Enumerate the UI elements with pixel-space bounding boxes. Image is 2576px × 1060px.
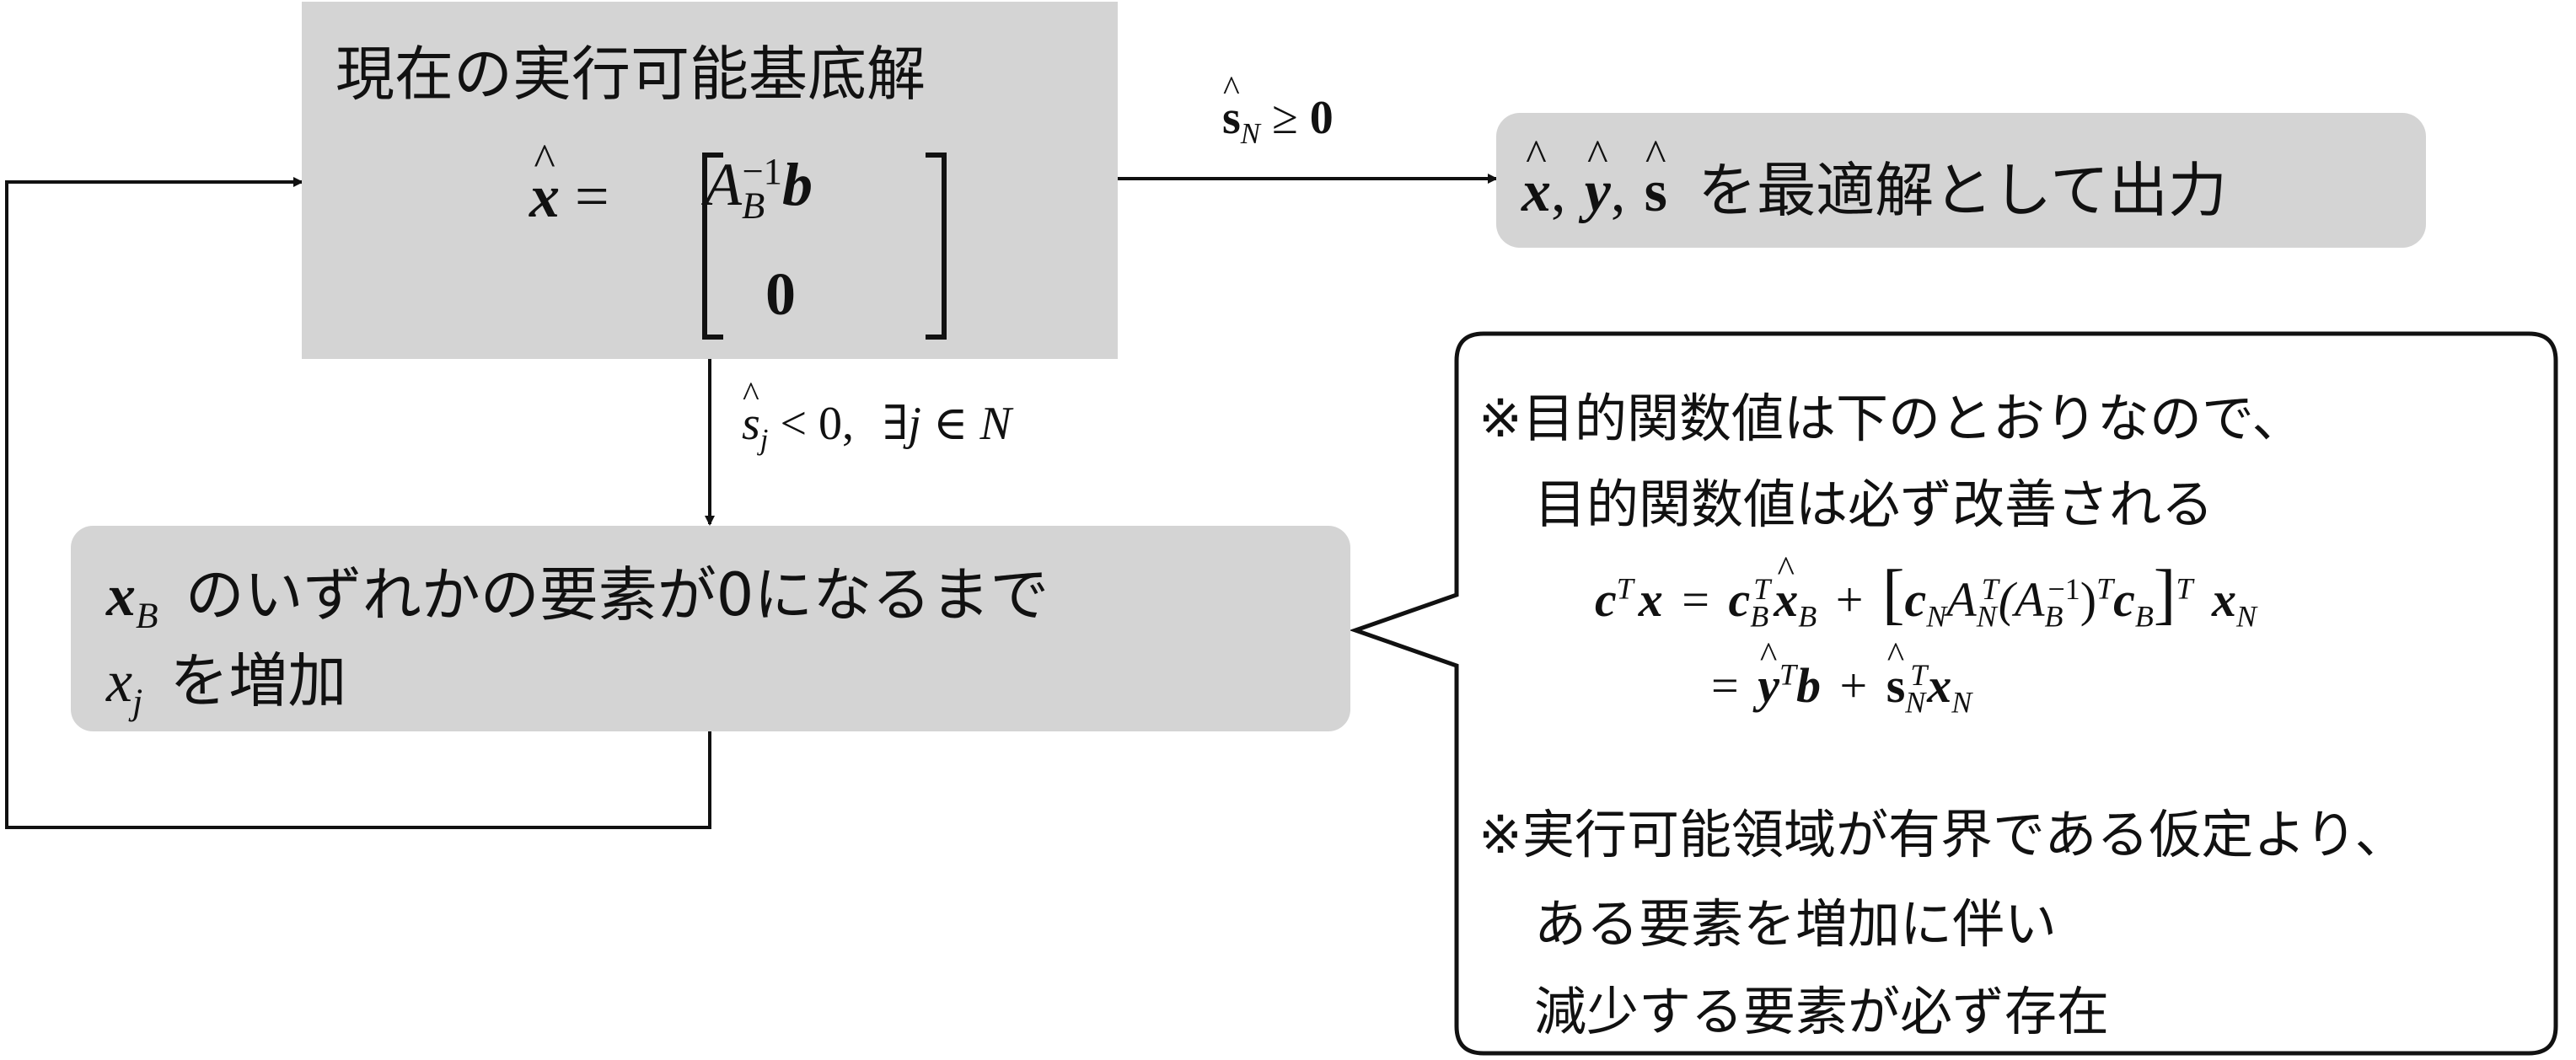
current-solution-title: 現在の実行可能基底解	[335, 40, 926, 109]
increase-step-line1: xB のいずれかの要素が0になるまで	[106, 560, 1049, 636]
note-line-2: 目的関数値は必ず改善される	[1534, 474, 2214, 535]
optimality-condition-label: sN ≥ 0	[1222, 91, 1334, 148]
matrix-top-entry: AB−1b	[705, 150, 813, 227]
note-callout-border	[1349, 331, 2558, 1056]
objective-equation-2: = yTb + sNTxN	[1711, 657, 1972, 718]
increase-step-box: xB のいずれかの要素が0になるまで xj を増加	[71, 526, 1350, 731]
improvement-condition-label: sj < 0, ∃j ∈ N	[742, 396, 1012, 454]
current-solution-box: 現在の実行可能基底解 x = AB−1b 0	[302, 2, 1118, 359]
objective-equation-1: cTx = cBTxB + [cNANT(AB−1)TcB]T xN	[1595, 556, 2257, 633]
matrix-bracket-right	[926, 153, 947, 340]
note-line-4: ある要素を増加に伴い	[1534, 893, 2058, 955]
note-line-1: ※目的関数値は下のとおりなので、	[1479, 388, 2305, 449]
loop-back-line	[5, 177, 711, 829]
solution-equation: x =	[529, 162, 609, 232]
equals-sign: =	[575, 163, 609, 230]
matrix-brackets	[702, 153, 723, 340]
note-line-5: 減少する要素が必ず存在	[1534, 981, 2110, 1042]
note-line-3: ※実行可能領域が有界である仮定より、	[1479, 804, 2407, 865]
x-hat-symbol: x	[529, 162, 560, 232]
matrix-bottom-entry: 0	[765, 260, 796, 328]
output-text: x, y, s を最適解として出力	[1521, 143, 2227, 228]
increase-step-line2: xj を増加	[106, 646, 347, 722]
output-box: x, y, s を最適解として出力	[1496, 113, 2426, 248]
